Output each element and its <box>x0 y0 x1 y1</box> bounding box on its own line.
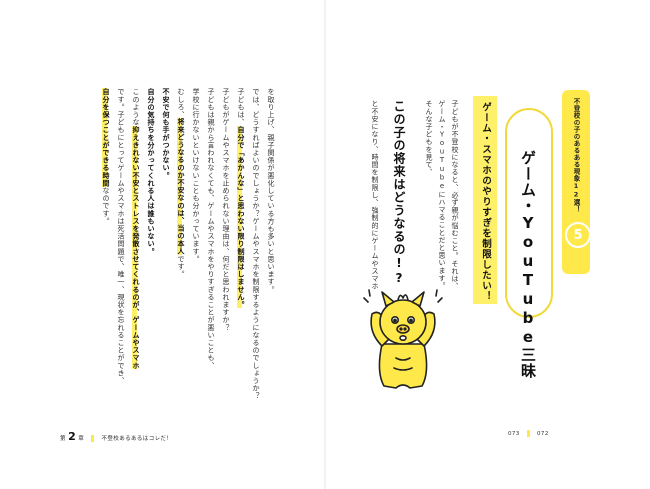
left-line: 子どもは、自分で「あかんな」と思わない限り制限はしません。 <box>236 88 246 423</box>
right-line-1: 子どもが不登校になると、必ず親が悩むこと。それは、 <box>451 100 459 290</box>
chapter-footer: 第 2 章 不登校あるあるはコレだ！ <box>60 430 172 443</box>
text-run: です。子どもにとってゲームやスマホは死活問題で、唯一、現状を忘れることができ、 <box>117 88 125 385</box>
left-line: 子どもは親から言われなくても、ゲームやスマホをやりすぎることが悪いことも、 <box>206 88 216 423</box>
text-run: むしろ、 <box>177 88 185 119</box>
bold-phrase: 不安で何も手がつかない。 <box>162 88 170 180</box>
left-line: むしろ、将来どうなるのか不安なのは、当の本人です。 <box>176 88 186 423</box>
right-line-2: ゲーム・YouTubeにハマることだと思います。 <box>438 100 446 290</box>
left-line: です。子どもにとってゲームやスマホは死活問題で、唯一、現状を忘れることができ、 <box>116 88 126 423</box>
stressed-pig-mascot-icon <box>363 289 443 389</box>
page-number-right: 072 <box>537 431 549 437</box>
left-line: 自分を保つことができる時間なのです。 <box>101 88 111 423</box>
text-run: を取り上げ、親子関係が悪化している方も多いと思います。 <box>267 88 275 294</box>
question-heading: この子の将来はどうなるの!? <box>392 100 406 286</box>
chapter-suffix: 章 <box>78 436 85 442</box>
left-line: 不安で何も手がつかない。 <box>161 88 171 423</box>
text-run: 子どもは親から言われなくても、ゲームやスマホをやりすぎることが悪いことも、 <box>207 88 215 370</box>
chapter-number: 2 <box>68 430 77 443</box>
chapter-separator <box>91 435 95 442</box>
highlighted-phrase: 抑えきれない不安とストレスを発散させてくれるのが、ゲームやスマホ <box>132 126 140 370</box>
page-numbers: 073 072 <box>508 430 549 437</box>
text-run: では、どうすればよいのでしょうか？ゲームやスマホを制限するようになるのでしょうか… <box>252 88 260 400</box>
chapter-prefix: 第 <box>60 436 66 442</box>
title-frame <box>505 108 553 318</box>
series-band-text: 不登校の子のあるある現象12選！ <box>572 98 580 213</box>
text-run: 子どもは、 <box>237 88 245 126</box>
left-line: を取り上げ、親子関係が悪化している方も多いと思います。 <box>266 88 276 423</box>
page-number-left: 073 <box>508 431 520 437</box>
left-line: では、どうすればよいのでしょうか？ゲームやスマホを制限するようになるのでしょうか… <box>251 88 261 423</box>
chapter-title: 不登校あるあるはコレだ！ <box>101 436 173 442</box>
left-line: このような抑えきれない不安とストレスを発散させてくれるのが、ゲームやスマホ <box>131 88 141 423</box>
section-subtitle: ゲーム・スマホのやりすぎを制限したい！ <box>480 102 491 302</box>
text-run: です。 <box>177 255 185 279</box>
section-title: ゲーム・YouTube三昧 <box>519 150 537 379</box>
highlighted-phrase: 将来どうなるのか不安なのは、当の本人 <box>177 118 185 256</box>
left-line: 学校に行かないといけないことも分かっています。 <box>191 88 201 423</box>
bold-phrase: 自分の気持ちを分かってくれる人は誰もいない。 <box>147 88 155 256</box>
text-run: 学校に行かないといけないことも分かっています。 <box>192 88 200 263</box>
highlighted-phrase: 自分で「あかんな」と思わない限り制限はしません。 <box>237 126 245 309</box>
highlighted-phrase: 自分を保つことができる時間 <box>102 88 110 187</box>
page-number-separator <box>526 430 530 437</box>
text-run: なのです。 <box>102 186 110 225</box>
section-number-badge: 5 <box>565 222 591 248</box>
gutter <box>324 0 326 489</box>
subtitle-highlight <box>473 96 497 304</box>
text-run: このような <box>132 88 140 126</box>
right-line-3: そんな子どもを見て、 <box>425 100 433 176</box>
text-run: 子どもがゲームやスマホを止められない理由は、何だと思われますか？ <box>222 88 230 332</box>
left-line: 子どもがゲームやスマホを止められない理由は、何だと思われますか？ <box>221 88 231 423</box>
left-line: 自分の気持ちを分かってくれる人は誰もいない。 <box>146 88 156 423</box>
right-line-4: と不安になり、時間を制限し、強制的にゲームやスマホ <box>371 100 379 290</box>
